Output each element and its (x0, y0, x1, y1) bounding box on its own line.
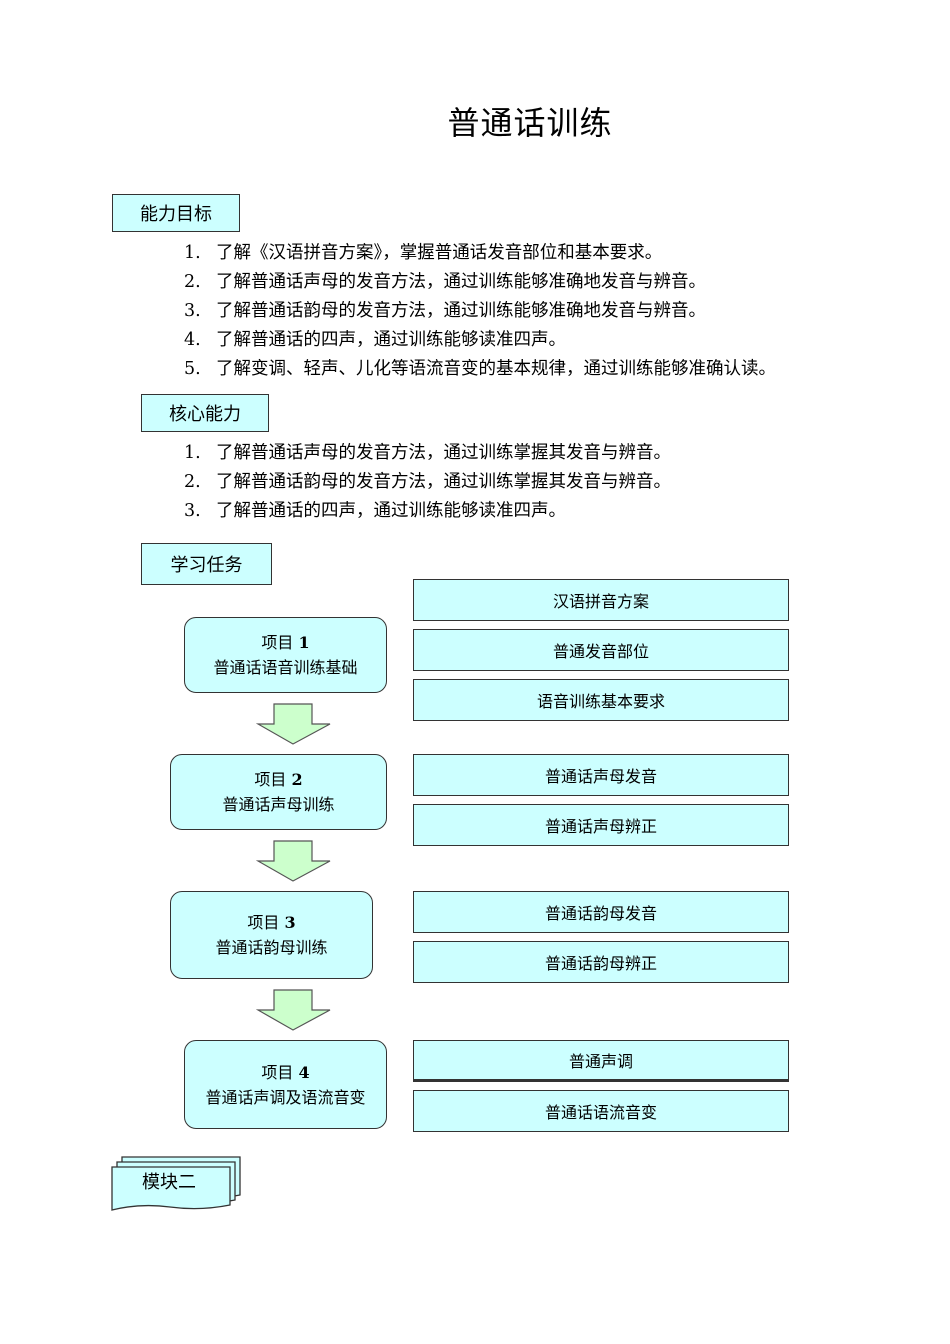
list-item: 5. 了解变调、轻声、儿化等语流音变的基本规律，通过训练能够准确认读。 (184, 355, 776, 384)
list-item: 1. 了解《汉语拼音方案》，掌握普通话发音部位和基本要求。 (184, 239, 776, 268)
project-number: 3 (284, 913, 296, 932)
task-item: 普通话韵母发音 (413, 891, 789, 933)
core-ability-heading-text: 核心能力 (169, 404, 241, 425)
project-2-box: 项目 2 普通话声母训练 (170, 754, 387, 830)
task-item: 普通话声母辨正 (413, 804, 789, 846)
list-item: 3. 了解普通话韵母的发音方法，通过训练能够准确地发音与辨音。 (184, 297, 776, 326)
task-item: 普通话声母发音 (413, 754, 789, 796)
project-name: 普通话韵母训练 (215, 938, 328, 957)
ability-goals-heading-text: 能力目标 (140, 204, 212, 225)
page-title: 普通话训练 (447, 104, 613, 142)
task-item: 汉语拼音方案 (413, 579, 789, 621)
list-item-text: 了解普通话韵母的发音方法，通过训练掌握其发音与辨音。 (216, 472, 671, 492)
list-item-text: 了解普通话声母的发音方法，通过训练掌握其发音与辨音。 (216, 443, 671, 463)
list-item-number: 2. (184, 472, 201, 492)
project-name: 普通话声调及语流音变 (205, 1087, 366, 1107)
core-ability-heading: 核心能力 (141, 394, 269, 432)
list-item: 2. 了解普通话声母的发音方法，通过训练能够准确地发音与辨音。 (184, 268, 776, 297)
project-name: 普通话声母训练 (222, 795, 335, 814)
down-arrow-icon (256, 840, 331, 882)
core-ability-list: 1. 了解普通话声母的发音方法，通过训练掌握其发音与辨音。 2. 了解普通话韵母的发… (184, 439, 671, 526)
project-label: 项目 (254, 770, 287, 789)
module-label: 模块二 (142, 1172, 196, 1193)
list-item-text: 了解普通话声母的发音方法，通过训练能够准确地发音与辨音。 (216, 272, 706, 292)
project-number: 2 (291, 770, 303, 789)
project-label: 项目 (261, 1062, 294, 1082)
module-stack-icon (111, 1156, 241, 1211)
task-item: 普通发音部位 (413, 629, 789, 671)
ability-goals-heading: 能力目标 (112, 194, 240, 232)
list-item-text: 了解普通话的四声，通过训练能够读准四声。 (216, 330, 566, 350)
task-item: 普通话韵母辨正 (413, 941, 789, 983)
list-item-number: 2. (184, 272, 201, 292)
list-item-number: 3. (184, 501, 201, 521)
task-item: 普通声调 (413, 1040, 789, 1082)
list-item-text: 了解《汉语拼音方案》，掌握普通话发音部位和基本要求。 (216, 243, 663, 263)
project-number: 4 (298, 1062, 310, 1082)
list-item-text: 了解变调、轻声、儿化等语流音变的基本规律，通过训练能够准确认读。 (216, 359, 776, 379)
project-label: 项目 (261, 633, 294, 652)
list-item-number: 4. (184, 330, 201, 350)
project-4-box: 项目 4 普通话声调及语流音变 (184, 1040, 387, 1129)
list-item: 4. 了解普通话的四声，通过训练能够读准四声。 (184, 326, 776, 355)
list-item-number: 3. (184, 301, 201, 321)
ability-goals-list: 1. 了解《汉语拼音方案》，掌握普通话发音部位和基本要求。 2. 了解普通话声母的发… (184, 239, 776, 384)
list-item-number: 1. (184, 443, 201, 463)
down-arrow-icon (256, 703, 331, 745)
down-arrow-icon (256, 989, 331, 1031)
project-name: 普通话语音训练基础 (213, 658, 358, 677)
list-item: 3. 了解普通话的四声，通过训练能够读准四声。 (184, 497, 671, 526)
project-number: 1 (298, 633, 310, 652)
project-3-box: 项目 3 普通话韵母训练 (170, 891, 373, 979)
task-item: 语音训练基本要求 (413, 679, 789, 721)
task-item: 普通话语流音变 (413, 1090, 789, 1132)
list-item-number: 1. (184, 243, 201, 263)
learning-tasks-heading: 学习任务 (141, 543, 272, 585)
list-item: 2. 了解普通话韵母的发音方法，通过训练掌握其发音与辨音。 (184, 468, 671, 497)
list-item: 1. 了解普通话声母的发音方法，通过训练掌握其发音与辨音。 (184, 439, 671, 468)
list-item-text: 了解普通话韵母的发音方法，通过训练能够准确地发音与辨音。 (216, 301, 706, 321)
project-1-box: 项目 1 普通话语音训练基础 (184, 617, 387, 693)
list-item-number: 5. (184, 359, 201, 379)
list-item-text: 了解普通话的四声，通过训练能够读准四声。 (216, 501, 566, 521)
learning-tasks-heading-text: 学习任务 (170, 555, 243, 576)
project-label: 项目 (247, 913, 280, 932)
